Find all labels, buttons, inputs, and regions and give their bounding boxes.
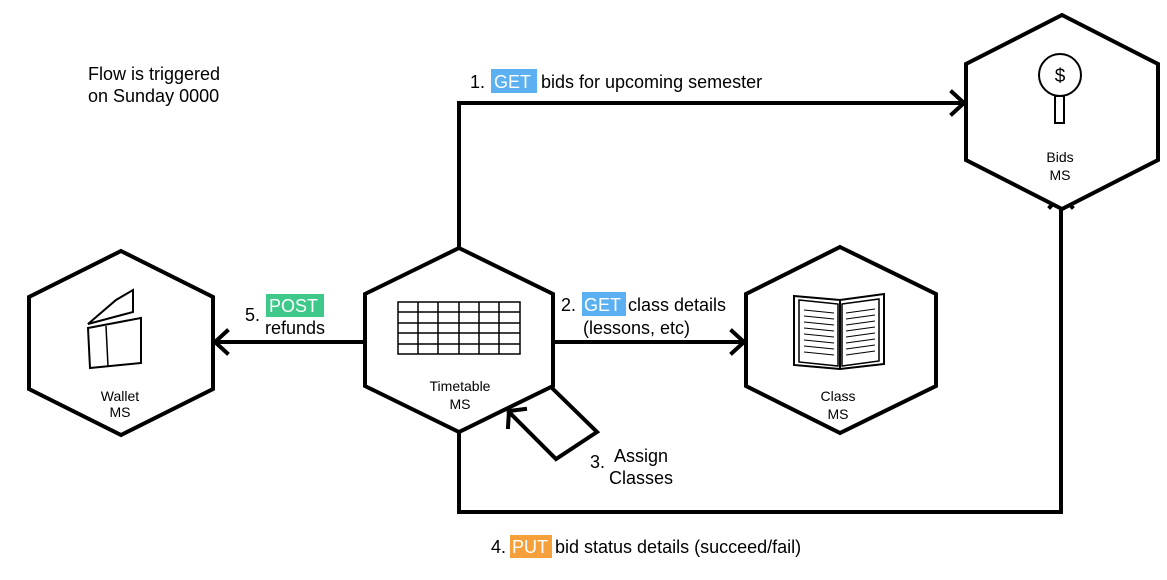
edge2-number: 2. [561, 295, 576, 315]
open-book-icon [793, 292, 885, 371]
class-label-line2: MS [828, 406, 849, 422]
edge3-line2: Classes [609, 468, 673, 488]
edge-get-bids [457, 101, 964, 250]
edge-assign-classes-loop [506, 385, 601, 462]
edge5-number: 5. [245, 305, 260, 325]
edge4-text: bid status details (succeed/fail) [555, 537, 801, 557]
bids-label-line1: Bids [1046, 149, 1073, 165]
edge4-method: PUT [512, 537, 548, 557]
timetable-grid-icon [397, 301, 521, 355]
dollar-symbol: $ [1055, 66, 1066, 87]
edge3-number: 3. [590, 452, 605, 472]
trigger-note-line2: on Sunday 0000 [88, 86, 219, 106]
arrowhead-assign-loop [505, 406, 528, 430]
put-badge [510, 535, 552, 558]
trigger-note-line1: Flow is triggered [88, 64, 220, 84]
dollar-pin-icon: $ [1038, 53, 1082, 124]
edge-put-bid-status [457, 195, 1063, 514]
wallet-icon [86, 288, 142, 370]
edge1-method: GET [494, 72, 531, 92]
edge1-number: 1. [470, 72, 485, 92]
edge3-line1: Assign [614, 446, 668, 466]
class-label-line1: Class [820, 388, 855, 404]
edge4-number: 4. [491, 537, 506, 557]
edge2-method: GET [584, 295, 621, 315]
get-badge-1 [491, 69, 537, 93]
wallet-label-line1: Wallet [101, 388, 139, 404]
timetable-label-line2: MS [450, 396, 471, 412]
wallet-label-line2: MS [110, 404, 131, 420]
edge2-text: class details [628, 295, 726, 315]
bids-label-line2: MS [1050, 167, 1071, 183]
edge5-method: POST [269, 296, 318, 316]
edge2-text2: (lessons, etc) [583, 318, 690, 338]
edge1-text: bids for upcoming semester [541, 72, 762, 92]
post-badge [266, 294, 324, 317]
get-badge-2 [582, 292, 626, 316]
timetable-label-line1: Timetable [430, 378, 491, 394]
edge5-text: refunds [265, 318, 325, 338]
